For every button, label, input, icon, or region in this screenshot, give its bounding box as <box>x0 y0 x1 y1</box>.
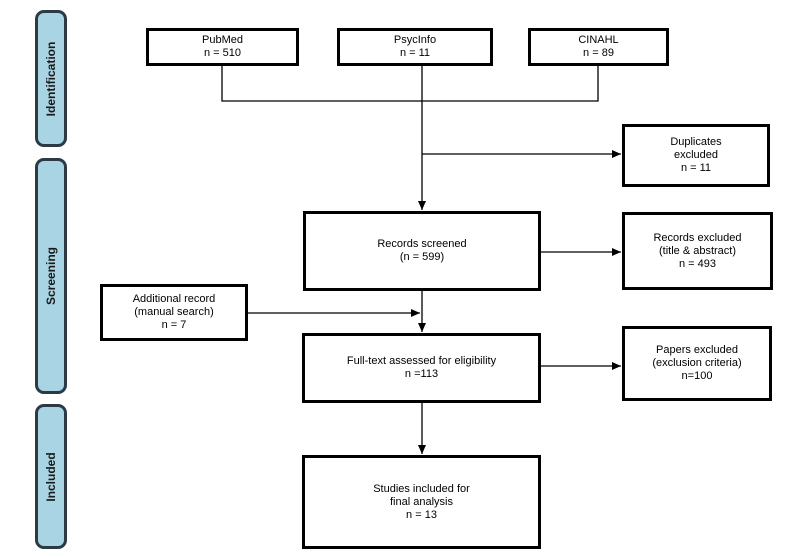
final-line2: final analysis <box>390 495 453 508</box>
stage-screening-label: Screening <box>44 246 58 306</box>
psycinfo-box: PsycInfo n = 11 <box>337 28 493 66</box>
records-excluded-box: Records excluded (title & abstract) n = … <box>622 212 773 290</box>
stage-screening: Screening <box>35 158 67 394</box>
papers-excluded-line2: (exclusion criteria) <box>652 357 742 369</box>
psycinfo-count: n = 11 <box>399 47 431 59</box>
stage-included: Included <box>35 404 67 549</box>
stage-included-label: Included <box>44 451 58 502</box>
pubmed-count: n = 510 <box>203 47 241 59</box>
duplicates-box: Duplicates excluded n = 11 <box>622 124 770 187</box>
additional-record-box: Additional record (manual search) n = 7 <box>100 284 248 341</box>
merge-connector <box>221 64 599 102</box>
fulltext-assessed-box: Full-text assessed for eligibility n =11… <box>302 333 541 403</box>
cinahl-box: CINAHL n = 89 <box>528 28 669 66</box>
pubmed-box: PubMed n = 510 <box>146 28 299 66</box>
duplicates-line2: excluded <box>673 149 719 161</box>
records-excluded-count: n = 493 <box>678 257 716 270</box>
psycinfo-name: PsycInfo <box>393 34 437 46</box>
papers-excluded-count: n=100 <box>681 370 713 382</box>
additional-line2: (manual search) <box>134 306 214 318</box>
final-studies-box: Studies included for final analysis n = … <box>302 455 541 549</box>
additional-count: n = 7 <box>161 319 187 331</box>
final-line1: Studies included for <box>373 482 470 495</box>
pubmed-name: PubMed <box>202 34 243 46</box>
cinahl-name: CINAHL <box>578 34 619 46</box>
fulltext-label: Full-text assessed for eligibility <box>346 355 497 367</box>
papers-excluded-line1: Papers excluded <box>656 344 738 356</box>
cinahl-count: n = 89 <box>583 47 614 59</box>
final-count: n = 13 <box>406 508 437 521</box>
records-screened-label: Records screened <box>377 238 467 250</box>
duplicates-line1: Duplicates <box>670 136 722 148</box>
stage-identification: Identification <box>35 10 67 147</box>
additional-line1: Additional record <box>132 293 216 305</box>
records-screened-count: (n = 599) <box>399 251 445 263</box>
records-excluded-line1: Records excluded <box>653 231 742 244</box>
records-screened-box: Records screened (n = 599) <box>303 211 541 291</box>
papers-excluded-box: Papers excluded (exclusion criteria) n=1… <box>622 326 772 401</box>
records-excluded-line2: (title & abstract) <box>658 244 737 257</box>
fulltext-count: n =113 <box>404 368 439 380</box>
stage-identification-label: Identification <box>44 41 58 116</box>
duplicates-count: n = 11 <box>680 162 712 174</box>
